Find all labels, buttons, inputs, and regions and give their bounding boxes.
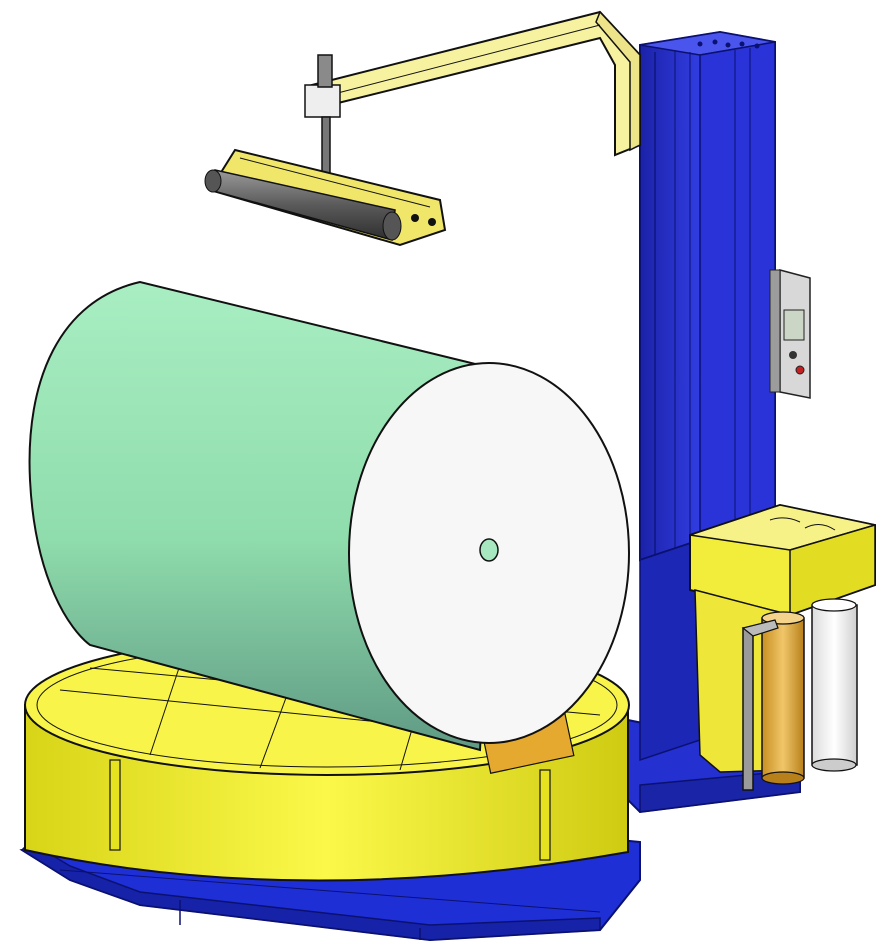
white-roller <box>811 598 858 772</box>
mast-column <box>639 30 776 762</box>
roller-bar <box>741 619 779 791</box>
top-presser <box>204 148 447 247</box>
control-panel <box>769 269 811 399</box>
paper-roll <box>28 280 630 752</box>
film-roll <box>761 611 805 785</box>
top-arm <box>304 10 641 178</box>
